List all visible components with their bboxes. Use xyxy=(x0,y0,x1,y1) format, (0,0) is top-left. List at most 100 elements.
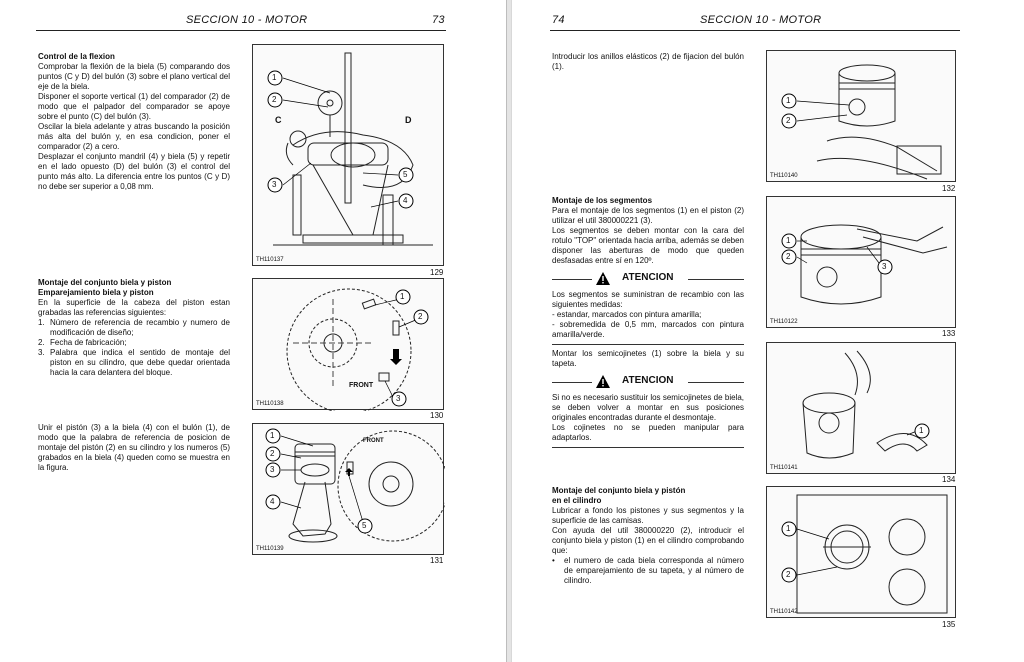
cylinder-p1: Lubricar a fondo los pistones y sus segm… xyxy=(552,506,744,525)
list-item: 1.Número de referencia de recambio y num… xyxy=(38,318,230,337)
bearings-paragraph: Montar los semicojinetes (1) sobre la bi… xyxy=(552,349,744,368)
figure-number: 129 xyxy=(430,268,444,277)
segments-p2: Los segmentos se deben montar con la car… xyxy=(552,226,744,265)
figure-code: TH110142 xyxy=(770,609,798,615)
left-header-rule xyxy=(36,30,446,31)
rod-alignment-drawing xyxy=(267,52,433,246)
right-page-number: 74 xyxy=(552,14,565,26)
callout-label: FRONT xyxy=(363,438,384,444)
cylinder-list: •el numero de cada biela corresponda al … xyxy=(552,556,744,586)
figure-code: TH110140 xyxy=(770,173,798,179)
callout-label: 2 xyxy=(786,570,791,579)
piston-crown-drawing xyxy=(286,288,429,411)
figure-number: 131 xyxy=(430,556,444,565)
assembly-list: 1.Número de referencia de recambio y num… xyxy=(38,318,230,378)
left-header-title: SECCION 10 - MOTOR xyxy=(186,14,308,26)
join-section: Unir el pistón (3) a la biela (4) con el… xyxy=(38,423,230,473)
assembly-heading-1: Montaje del conjunto biela y piston xyxy=(38,278,172,287)
divider xyxy=(552,344,744,345)
figure-number: 133 xyxy=(942,329,956,338)
bearing-shells-drawing xyxy=(802,350,930,459)
cylinder-heading-1: Montaje del conjunto biela y pistón xyxy=(552,486,686,495)
elastic-rings-paragraph: Introducir los anillos elásticos (2) de … xyxy=(552,52,744,71)
figure-131-piston-rod-assembly: 1 2 3 FRONT 4 5 TH110139 xyxy=(252,423,445,555)
callout-label: 2 xyxy=(786,116,791,125)
callout-label: 3 xyxy=(396,394,401,403)
right-header-rule xyxy=(550,30,960,31)
callout-label: FRONT xyxy=(349,382,374,389)
callout-label: 1 xyxy=(786,524,791,533)
segments-heading: Montaje de los segmentos xyxy=(552,196,653,205)
assembly-section: Montaje del conjunto biela y piston Empa… xyxy=(38,278,230,378)
ring-tool-drawing xyxy=(781,224,948,305)
callout-label: 3 xyxy=(882,262,887,271)
callout-label: 2 xyxy=(272,95,277,104)
callout-label: 4 xyxy=(403,196,408,205)
list-item: 2.Fecha de fabricación; xyxy=(38,338,127,347)
callout-label: 3 xyxy=(270,465,275,474)
figure-134-half-bearings: 1 TH110141 xyxy=(766,342,956,474)
warning-icon xyxy=(596,272,610,285)
figure-135-cylinder-insertion: 1 2 TH110142 xyxy=(766,486,956,618)
figure-number: 130 xyxy=(430,411,444,420)
callout-label: D xyxy=(405,115,412,125)
figure-129-connecting-rod-flex: 1 2 C D 3 5 4 TH110137 xyxy=(252,44,444,266)
callout-label: 1 xyxy=(919,426,924,435)
assembly-intro: En la superficie de la cabeza del piston… xyxy=(38,298,230,317)
callout-label: 2 xyxy=(270,449,275,458)
callout-label: 1 xyxy=(270,431,275,440)
cylinder-heading-2: en el cilindro xyxy=(552,496,602,505)
list-item: 3.Palabra que indica el sentido de monta… xyxy=(38,348,230,377)
callout-label: 1 xyxy=(400,292,405,301)
figure-number: 132 xyxy=(942,184,956,193)
callout-label: 2 xyxy=(418,312,423,321)
join-paragraph: Unir el pistón (3) a la biela (4) con el… xyxy=(38,423,230,472)
figure-code: TH110141 xyxy=(770,465,798,471)
callout-label: 3 xyxy=(272,180,277,189)
piston-rod-drawing xyxy=(265,428,445,543)
left-page: SECCION 10 - MOTOR 73 Control de la flex… xyxy=(0,0,506,662)
left-page-number: 73 xyxy=(432,14,445,26)
flexion-p3: Oscilar la biela adelante y atras buscan… xyxy=(38,122,230,151)
figure-code: TH110122 xyxy=(770,319,798,325)
figure-code: TH110138 xyxy=(256,401,284,407)
atencion-banner-2: ATENCION xyxy=(552,375,744,389)
flexion-heading: Control de la flexion xyxy=(38,52,115,61)
flexion-p4: Desplazar el conjunto mandril (4) y biel… xyxy=(38,152,230,191)
segments-section: Montaje de los segmentos Para el montaje… xyxy=(552,196,744,452)
cylinder-p2: Con ayuda del util 380000220 (2), introd… xyxy=(552,526,744,555)
figure-130-piston-crown: 1 2 FRONT 3 TH110138 xyxy=(252,278,444,411)
right-page: 74 SECCION 10 - MOTOR Introducir los ani… xyxy=(512,0,1024,662)
elastic-rings-text: Introducir los anillos elásticos (2) de … xyxy=(552,52,744,72)
list-item: •el numero de cada biela corresponda al … xyxy=(552,556,744,585)
piston-pin-drawing xyxy=(781,64,942,180)
figure-code: TH110139 xyxy=(256,546,284,552)
callout-label: C xyxy=(275,115,282,125)
callout-label: 5 xyxy=(403,170,408,179)
flexion-p1: Comprobar la flexión de la biela (5) com… xyxy=(38,62,230,91)
segments-p1: Para el montaje de los segmentos (1) en … xyxy=(552,206,744,225)
figure-number: 135 xyxy=(942,620,956,629)
atencion-label: ATENCION xyxy=(622,375,674,386)
right-header-title: SECCION 10 - MOTOR xyxy=(700,14,822,26)
callout-label: 1 xyxy=(786,236,791,245)
book-gutter xyxy=(506,0,512,662)
callout-label: 1 xyxy=(786,96,791,105)
assembly-heading-2: Emparejamiento biela y piston xyxy=(38,288,154,297)
atencion1-line: - sobremedida de 0,5 mm, marcados con pi… xyxy=(552,320,744,339)
callout-label: 2 xyxy=(786,252,791,261)
figure-number: 134 xyxy=(942,475,956,484)
atencion-label: ATENCION xyxy=(622,272,674,283)
warning-icon xyxy=(596,375,610,388)
cylinder-block-drawing xyxy=(781,494,948,614)
divider xyxy=(552,447,744,448)
figure-code: TH110137 xyxy=(256,257,284,263)
callout-label: 5 xyxy=(362,521,367,530)
atencion2-line: Los cojinetes no se pueden manipular par… xyxy=(552,423,744,442)
atencion1-line: - estandar, marcados con pintura amarill… xyxy=(552,310,702,319)
atencion2-line: Si no es necesario sustituir los semicoj… xyxy=(552,393,744,422)
flexion-p2: Disponer el soporte vertical (1) del com… xyxy=(38,92,230,121)
figure-132-elastic-rings: 1 2 TH110140 xyxy=(766,50,956,182)
cylinder-section: Montaje del conjunto biela y pistón en e… xyxy=(552,486,744,586)
callout-label: 4 xyxy=(270,497,275,506)
